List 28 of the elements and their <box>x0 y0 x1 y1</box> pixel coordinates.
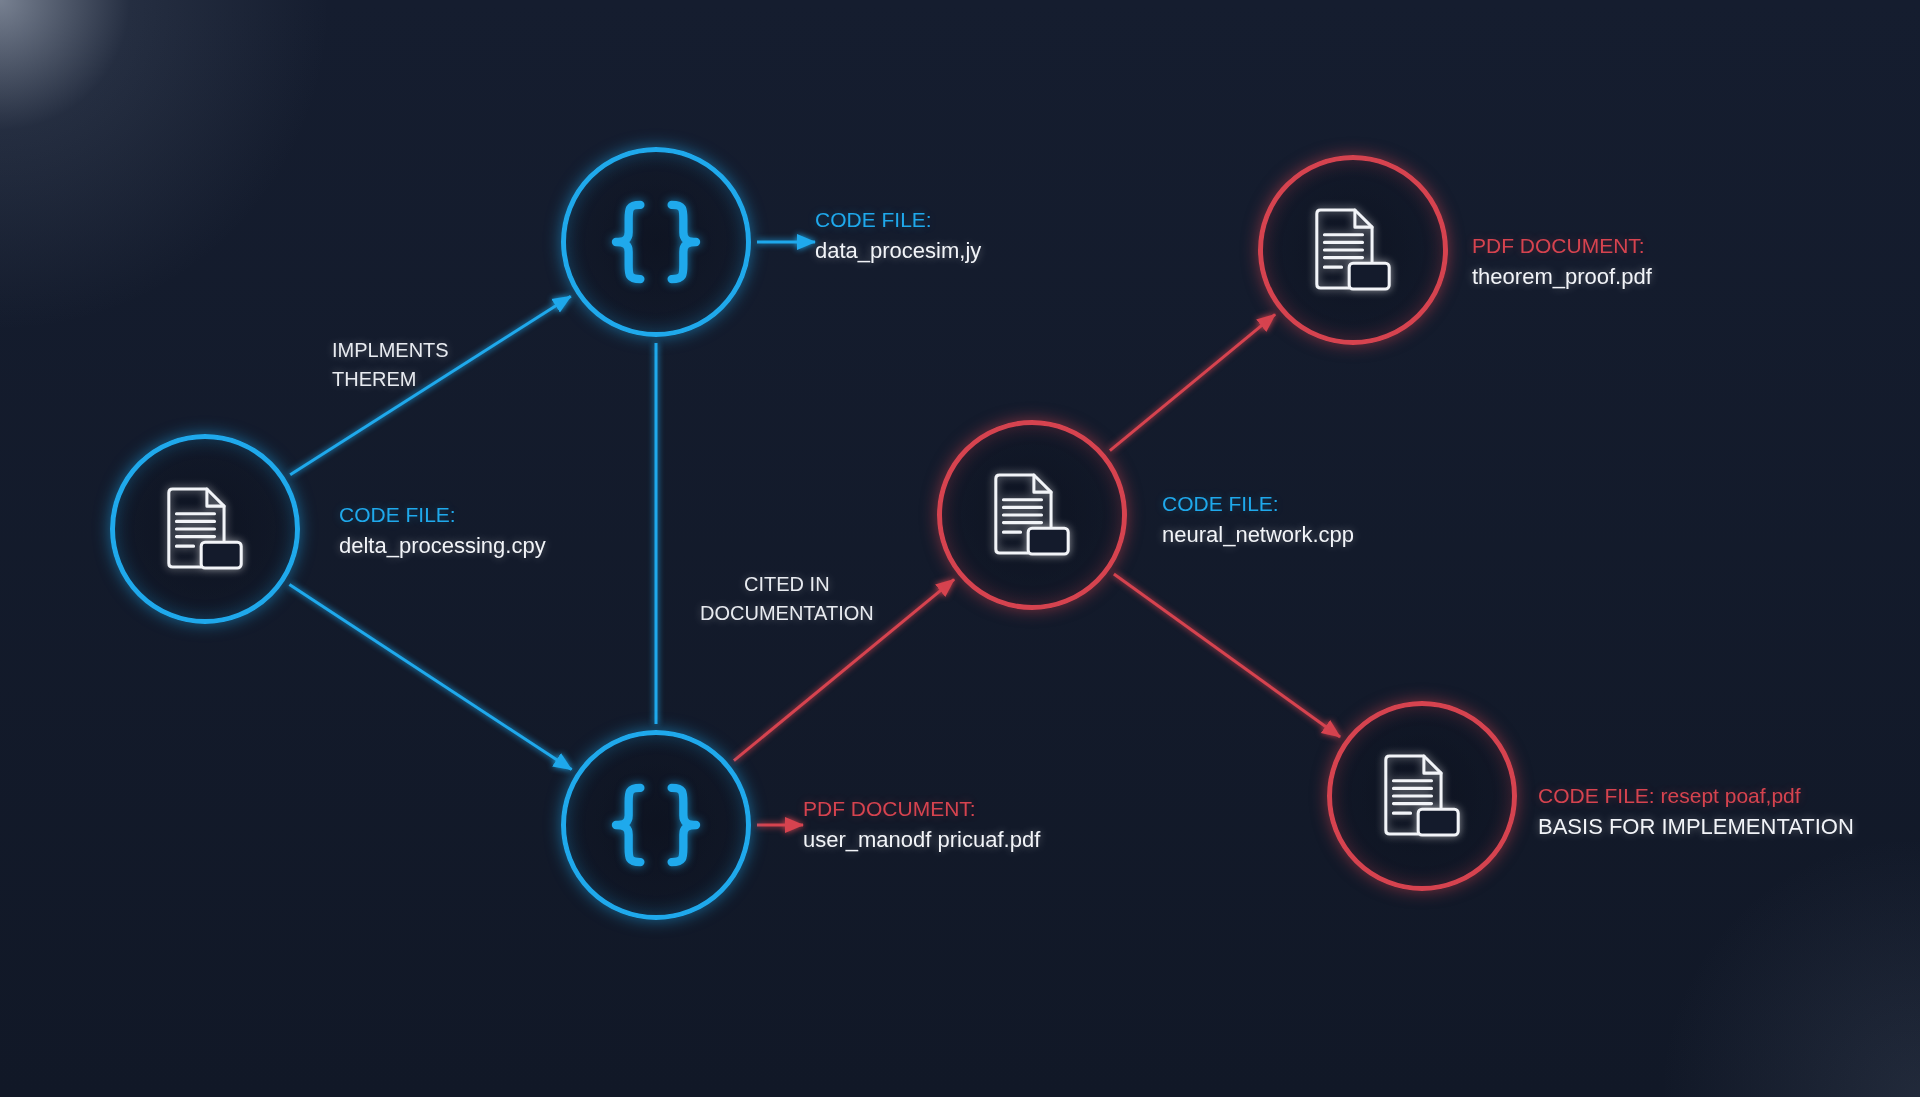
arrow <box>732 578 956 762</box>
circle-node <box>110 434 300 624</box>
file-type-label: CODE FILE: <box>815 207 933 233</box>
connector-line <box>654 343 658 724</box>
arrow <box>757 234 816 250</box>
circle-node <box>1258 155 1448 345</box>
edge-label: IMPLMENTS THEREM <box>332 338 449 392</box>
circle-node <box>561 730 751 920</box>
file-name-label: theorem_proof.pdf <box>1472 263 1652 291</box>
file-name-label: neural_network.cpp <box>1162 521 1354 549</box>
file-name-label: user_manodf pricuaf.pdf <box>803 826 1041 854</box>
circle-node <box>937 420 1127 610</box>
file-name-label: delta_processing.cpy <box>339 532 546 560</box>
file-type-label: CODE FILE: <box>339 502 457 528</box>
edge-label: CITED IN DOCUMENTATION <box>700 572 874 626</box>
file-type-label: CODE FILE: <box>1162 491 1280 517</box>
file-type-label: PDF DOCUMENT: <box>1472 233 1646 259</box>
arrow <box>288 583 573 771</box>
file-label: CODE FILE: resept poaf,pdf <box>1538 783 1802 809</box>
arrow <box>1108 313 1277 452</box>
file-type-label: PDF DOCUMENT: <box>803 796 977 822</box>
arrow <box>289 294 572 477</box>
caption-label: BASIS FOR IMPLEMENTATION <box>1538 813 1854 841</box>
circle-node <box>1327 701 1517 891</box>
arrow <box>1113 572 1341 739</box>
arrow <box>757 817 804 833</box>
file-name-label: data_procesim,jy <box>815 237 982 265</box>
circle-node <box>561 147 751 337</box>
